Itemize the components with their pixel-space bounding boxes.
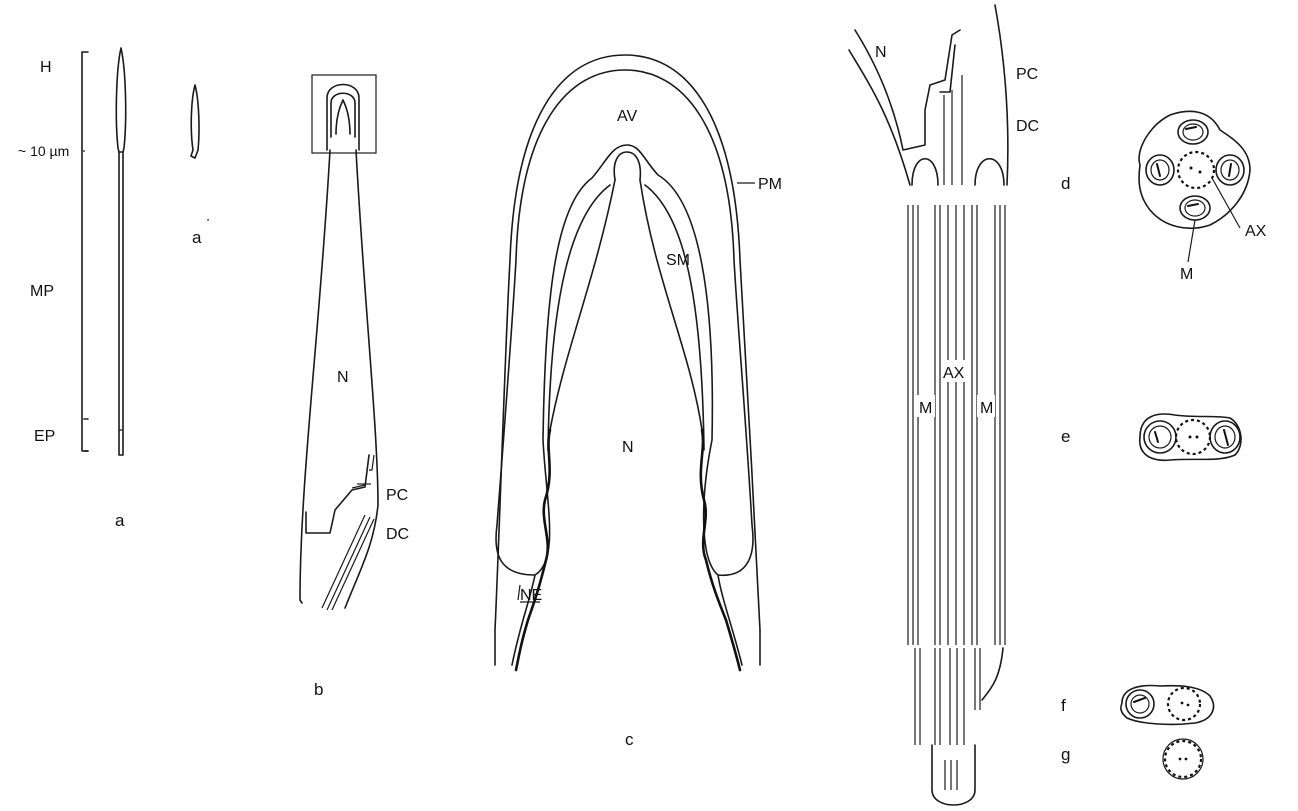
panel-a-endpiece-label: EP: [34, 428, 55, 445]
cross-section-d: [1139, 111, 1250, 262]
panel-a-label: a: [115, 511, 125, 530]
panel-d-nucleus-label: N: [875, 44, 887, 61]
cross-section-e: [1140, 414, 1241, 460]
panel-a-sperm: [82, 48, 126, 455]
panel-c-label: c: [625, 730, 634, 749]
panel-c-ne-label: NE: [520, 587, 542, 604]
panel-c-nucleus-label: N: [622, 439, 634, 456]
panel-d-mito-right-label: M: [980, 400, 993, 417]
panel-b-nucleus-label: N: [337, 369, 349, 386]
panel-d-mito-left-label: M: [919, 400, 932, 417]
cross-section-mito-label: M: [1180, 266, 1193, 283]
panel-a-midpiece-label: MP: [30, 283, 54, 300]
panel-d-pc-label: PC: [1016, 66, 1038, 83]
panel-c-sm-label: SM: [666, 252, 690, 269]
cross-section-g: [1163, 739, 1203, 779]
panel-e-label: e: [1061, 427, 1070, 446]
panel-d-dc-label: DC: [1016, 118, 1039, 135]
cross-section-axoneme-label: AX: [1245, 223, 1267, 240]
panel-g-label: g: [1061, 745, 1070, 764]
panel-a-prime-label: a: [192, 228, 202, 247]
panel-c-acrosome: [495, 55, 760, 670]
panel-a-scale-label: ~ 10 µm: [18, 143, 69, 159]
panel-a-head-label: H: [40, 59, 52, 76]
panel-a-prime-head: [191, 85, 199, 158]
panel-d-label: d: [1061, 174, 1070, 193]
cross-section-f: [1121, 686, 1214, 725]
panel-d-axoneme-label: AX: [943, 365, 965, 382]
panel-a-prime-mark: ˙: [206, 216, 212, 235]
panel-b-label: b: [314, 680, 323, 699]
panel-b-pc-label: PC: [386, 487, 408, 504]
panel-f-label: f: [1061, 696, 1066, 715]
panel-b-dc-label: DC: [386, 526, 409, 543]
panel-b-head: [300, 75, 378, 610]
panel-c-av-label: AV: [617, 108, 637, 125]
panel-c-pm-label: PM: [758, 176, 782, 193]
